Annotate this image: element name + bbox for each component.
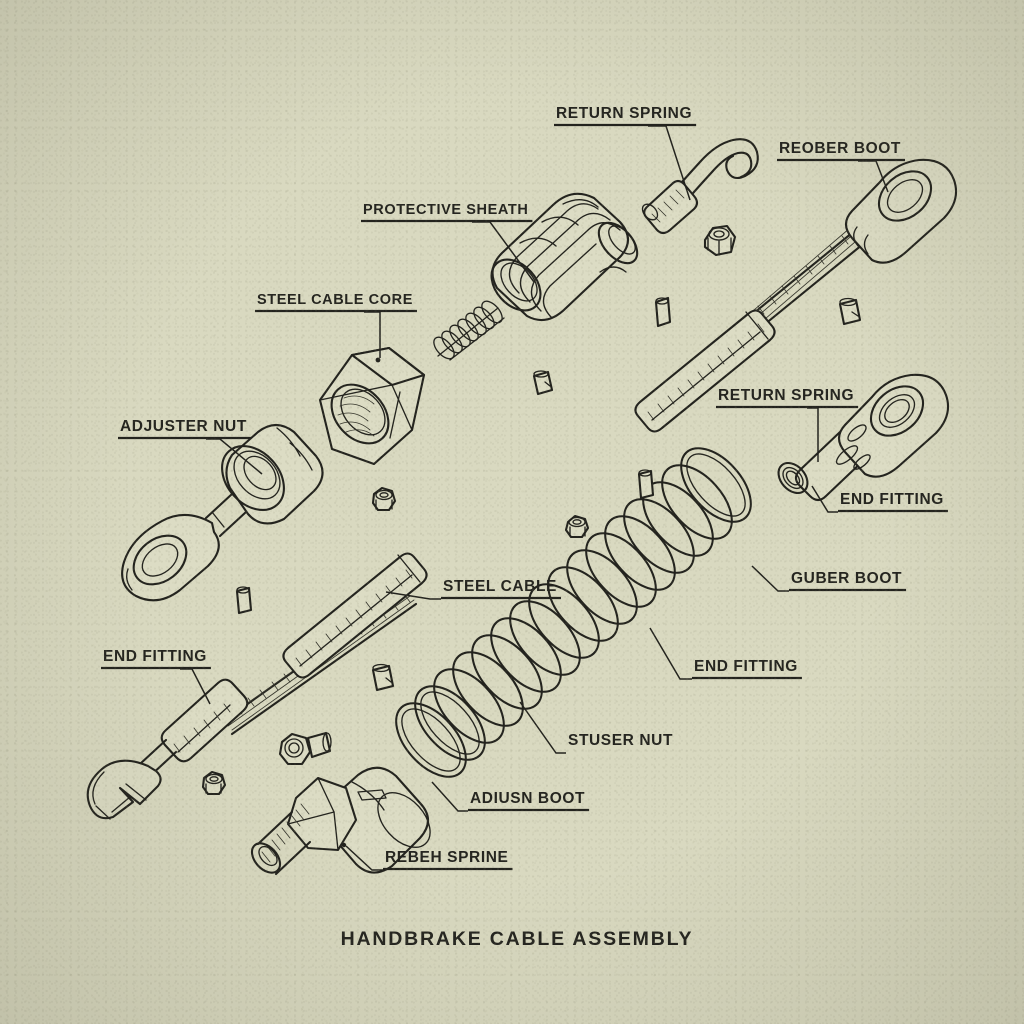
clevis-fork-end-fitting <box>86 678 249 820</box>
hook-return-spring <box>641 138 759 235</box>
callout-adjuster-boot-bottom: ADIUSN BOOT <box>468 790 590 812</box>
rubber-boot-top-text: REOBER BOOT <box>779 140 901 157</box>
hex-nut-d <box>201 770 227 796</box>
steel-cable-core-text: STEEL CABLE CORE <box>257 292 413 308</box>
hex-nut-b <box>371 486 397 512</box>
bushing-b <box>838 297 862 326</box>
end-fitting-spring-text: END FITTING <box>694 658 798 675</box>
eyelet-end-fitting-top-right <box>844 158 958 264</box>
loose-hex-nuts <box>201 224 862 796</box>
adjuster-boot-bottom-text: ADIUSN BOOT <box>470 790 585 807</box>
leader-return-spring-bottom <box>345 845 383 871</box>
page-title: HANDBRAKE CABLE ASSEMBLY <box>341 928 694 950</box>
leader-adjuster-nut-spring <box>519 701 566 754</box>
leader-end-fitting-spring <box>649 627 692 680</box>
cable-ferrule-upper <box>634 309 776 433</box>
hex-bolt-a <box>278 731 332 766</box>
end-fitting-right-text: END FITTING <box>840 491 944 508</box>
bushing-e <box>235 586 253 615</box>
hex-adjuster-nut-large <box>318 346 426 466</box>
callout-end-fitting-right: END FITTING <box>838 491 948 513</box>
cable-ferrule-lower <box>282 552 428 679</box>
adjuster-nut-left-text: ADJUSTER NUT <box>120 418 247 435</box>
return-spring-top-text: RETURN SPRING <box>556 105 692 122</box>
callout-end-fitting-left: END FITTING <box>101 648 211 670</box>
small-coil-spring <box>433 300 505 361</box>
return-spring-right-text: RETURN SPRING <box>718 387 854 404</box>
protective-sheath-text: PROTECTIVE SHEATH <box>363 202 528 218</box>
adjuster-nut-spring-text: STUSER NUT <box>568 732 673 749</box>
callout-return-spring-right: RETURN SPRING <box>716 387 859 409</box>
steel-cable-text: STEEL CABLE <box>443 578 557 595</box>
threaded-adjuster-barrel <box>250 766 431 876</box>
callout-protective-sheath: PROTECTIVE SHEATH <box>361 202 533 223</box>
callout-label-layer: RETURN SPRING REOBER BOOT PROTECTIVE SHEAT… <box>101 105 948 871</box>
callout-steel-cable-core: STEEL CABLE CORE <box>255 292 417 313</box>
callout-return-spring-top: RETURN SPRING <box>554 105 697 127</box>
large-coil-spring <box>395 447 752 778</box>
leader-rubber-boot-right <box>751 565 789 592</box>
hex-nut-c <box>564 514 590 539</box>
eyelet-end-fitting-mid-right <box>777 373 950 502</box>
callout-return-spring-bottom: REBEH SPRINE <box>383 849 513 871</box>
callout-rubber-boot-top: REOBER BOOT <box>777 140 905 162</box>
leader-steel-cable <box>385 591 441 600</box>
adjuster-nut-flanged <box>121 423 324 602</box>
end-fitting-left-text: END FITTING <box>103 648 207 665</box>
bushing-d <box>637 469 655 500</box>
rubber-boot-right-text: GUBER BOOT <box>791 570 902 587</box>
return-spring-bottom-text: REBEH SPRINE <box>385 849 508 866</box>
leader-adjuster-boot-bottom <box>431 781 468 812</box>
callout-adjuster-nut-left: ADJUSTER NUT <box>118 418 251 440</box>
callout-end-fitting-spring: END FITTING <box>692 658 802 680</box>
callout-rubber-boot-right: GUBER BOOT <box>789 570 907 592</box>
callout-steel-cable: STEEL CABLE <box>441 578 561 600</box>
hex-nut-a <box>703 224 737 257</box>
leader-end-fitting-right <box>811 485 838 513</box>
bushing-f <box>371 663 395 692</box>
bushing-a <box>654 296 672 328</box>
bushing-c <box>532 370 554 396</box>
callout-adjuster-nut-spring: STUSER NUT <box>568 732 673 749</box>
bellows-protective-sheath <box>490 192 639 322</box>
